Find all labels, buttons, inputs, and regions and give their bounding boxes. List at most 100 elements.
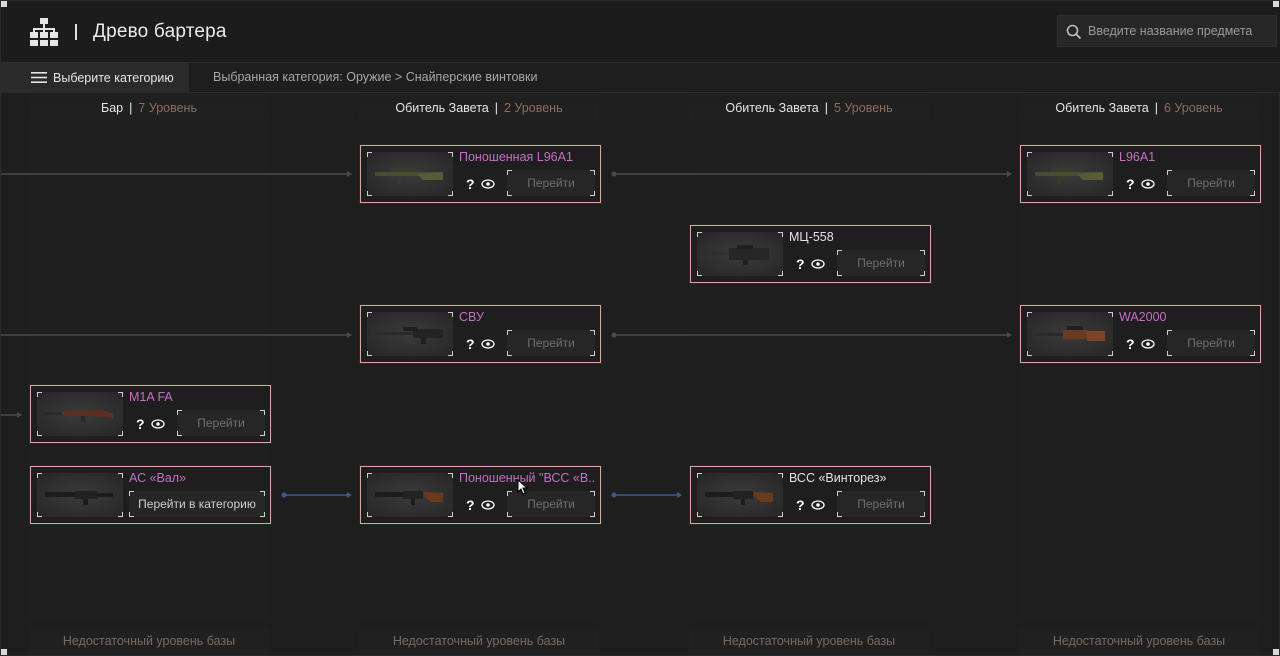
eye-icon[interactable] bbox=[1141, 339, 1155, 349]
connection-dot bbox=[611, 492, 617, 498]
select-category-label: Выберите категорию bbox=[53, 70, 174, 85]
goto-label: Перейти bbox=[857, 256, 905, 270]
help-icon[interactable]: ? bbox=[796, 256, 805, 272]
corner-accent bbox=[1, 649, 7, 655]
arrowhead bbox=[17, 412, 22, 418]
goto-button[interactable]: Перейти bbox=[507, 491, 595, 517]
search-box[interactable] bbox=[1057, 15, 1277, 47]
barter-tree-icon bbox=[30, 18, 58, 46]
help-icon[interactable]: ? bbox=[466, 336, 475, 352]
goto-button[interactable]: Перейти bbox=[177, 410, 265, 436]
title-separator bbox=[75, 24, 77, 40]
sniper-rifle-icon bbox=[1035, 168, 1103, 184]
item-card-l96a1[interactable]: L96A1 ? Перейти bbox=[1020, 145, 1261, 203]
item-thumbnail bbox=[697, 232, 783, 276]
base-level-warning: Недостаточный уровень базы bbox=[29, 627, 269, 655]
goto-button[interactable]: Перейти bbox=[837, 250, 925, 276]
item-name[interactable]: L96A1 bbox=[1119, 150, 1156, 164]
rifle-icon bbox=[45, 491, 113, 505]
help-icon[interactable]: ? bbox=[466, 497, 475, 513]
bullpup-rifle-icon bbox=[705, 245, 769, 265]
sniper-rifle-icon bbox=[375, 327, 443, 344]
hamburger-menu-icon bbox=[31, 72, 47, 83]
item-thumbnail bbox=[37, 392, 123, 436]
eye-icon[interactable] bbox=[811, 259, 825, 269]
item-name[interactable]: M1A FA bbox=[129, 390, 173, 404]
sniper-rifle-icon bbox=[375, 168, 443, 184]
item-card-worn-vss[interactable]: Поношенный "ВСС «В.. ? Перейти bbox=[360, 466, 601, 524]
item-card-svu[interactable]: СВУ ? Перейти bbox=[360, 305, 601, 363]
goto-button[interactable]: Перейти bbox=[507, 330, 595, 356]
column-header-2: Обитель Завета|2 Уровень bbox=[359, 95, 599, 121]
item-name[interactable]: Поношенная L96A1 bbox=[459, 150, 573, 164]
connection-dot bbox=[611, 332, 617, 338]
search-icon bbox=[1066, 24, 1082, 40]
column-header-3: Обитель Завета|5 Уровень bbox=[689, 95, 929, 121]
trader-name: Бар bbox=[101, 101, 124, 115]
arrowhead bbox=[347, 332, 352, 338]
goto-label: Перейти bbox=[1187, 176, 1235, 190]
base-level-warning: Недостаточный уровень базы bbox=[359, 627, 599, 655]
item-thumbnail bbox=[367, 312, 453, 356]
item-card-as-val[interactable]: АС «Вал» Перейти в категорию bbox=[30, 466, 271, 524]
eye-icon[interactable] bbox=[811, 500, 825, 510]
goto-button[interactable]: Перейти bbox=[507, 170, 595, 196]
base-level-warning: Недостаточный уровень базы bbox=[689, 627, 929, 655]
base-level-warning: Недостаточный уровень базы bbox=[1019, 627, 1259, 655]
eye-icon[interactable] bbox=[151, 419, 165, 429]
column-bg bbox=[29, 121, 269, 621]
item-name[interactable]: АС «Вал» bbox=[129, 471, 187, 485]
item-card-vss[interactable]: ВСС «Винторез» ? Перейти bbox=[690, 466, 931, 524]
category-bar: Выберите категорию Выбранная категория: … bbox=[1, 63, 1280, 93]
item-card-mts558[interactable]: МЦ-558 ? Перейти bbox=[690, 225, 931, 283]
trader-level: 6 Уровень bbox=[1164, 101, 1223, 115]
mouse-cursor-icon bbox=[517, 479, 529, 495]
goto-button[interactable]: Перейти bbox=[1167, 330, 1255, 356]
goto-button[interactable]: Перейти bbox=[1167, 170, 1255, 196]
header: Древо бартера bbox=[1, 1, 1280, 63]
item-name[interactable]: МЦ-558 bbox=[789, 230, 834, 244]
corner-accent bbox=[1, 1, 7, 7]
goto-category-button[interactable]: Перейти в категорию bbox=[129, 491, 265, 517]
help-icon[interactable]: ? bbox=[1126, 336, 1135, 352]
item-card-worn-l96a1[interactable]: Поношенная L96A1 ? Перейти bbox=[360, 145, 601, 203]
page-title: Древо бартера bbox=[93, 21, 227, 42]
sniper-rifle-icon bbox=[375, 491, 443, 505]
trader-level: 2 Уровень bbox=[504, 101, 563, 115]
eye-icon[interactable] bbox=[481, 500, 495, 510]
eye-icon[interactable] bbox=[1141, 179, 1155, 189]
item-thumbnail bbox=[1027, 152, 1113, 196]
item-name[interactable]: WA2000 bbox=[1119, 310, 1167, 324]
goto-button[interactable]: Перейти bbox=[837, 491, 925, 517]
eye-icon[interactable] bbox=[481, 339, 495, 349]
item-card-m1a-fa[interactable]: M1A FA ? Перейти bbox=[30, 385, 271, 443]
help-icon[interactable]: ? bbox=[466, 176, 475, 192]
item-thumbnail bbox=[367, 473, 453, 517]
help-icon[interactable]: ? bbox=[136, 416, 145, 432]
breadcrumb: Выбранная категория: Оружие > Снайперски… bbox=[213, 70, 538, 84]
eye-icon[interactable] bbox=[481, 179, 495, 189]
item-thumbnail bbox=[1027, 312, 1113, 356]
goto-label: Перейти bbox=[527, 176, 575, 190]
trader-level: 7 Уровень bbox=[138, 101, 197, 115]
item-name[interactable]: СВУ bbox=[459, 310, 484, 324]
trader-name: Обитель Завета bbox=[395, 101, 489, 115]
arrowhead bbox=[347, 492, 352, 498]
arrowhead bbox=[1007, 332, 1012, 338]
item-thumbnail bbox=[697, 473, 783, 517]
item-card-wa2000[interactable]: WA2000 ? Перейти bbox=[1020, 305, 1261, 363]
search-input[interactable] bbox=[1088, 16, 1274, 46]
connection-dot bbox=[281, 492, 287, 498]
goto-label: Перейти bbox=[197, 416, 245, 430]
column-header-1: Бар|7 Уровень bbox=[29, 95, 269, 121]
help-icon[interactable]: ? bbox=[796, 497, 805, 513]
arrowhead bbox=[1007, 171, 1012, 177]
select-category-button[interactable]: Выберите категорию bbox=[1, 63, 189, 92]
goto-label: Перейти bbox=[857, 497, 905, 511]
item-name[interactable]: ВСС «Винторез» bbox=[789, 471, 887, 485]
help-icon[interactable]: ? bbox=[1126, 176, 1135, 192]
column-bg bbox=[689, 121, 929, 621]
trader-level: 5 Уровень bbox=[834, 101, 893, 115]
item-thumbnail bbox=[37, 473, 123, 517]
